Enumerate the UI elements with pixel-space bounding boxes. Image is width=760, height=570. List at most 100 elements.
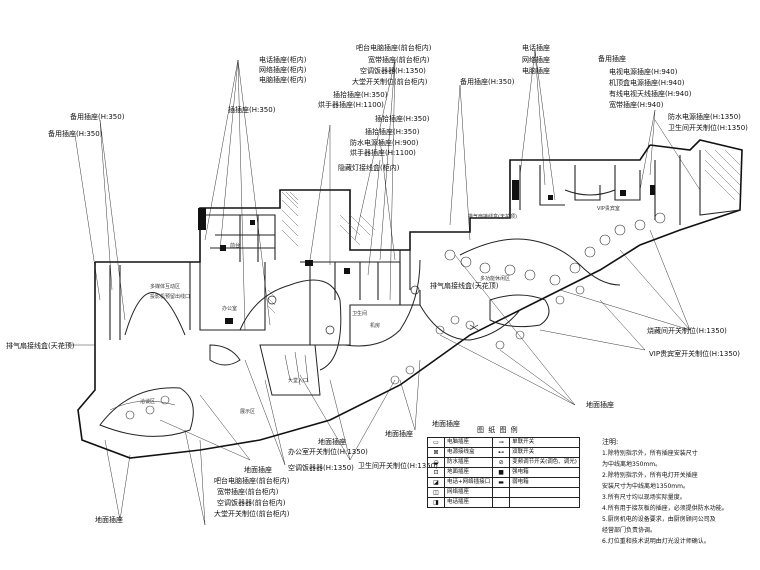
legend-label: 地面插座 xyxy=(443,467,494,478)
callout-exhaust-fan-center: 排气扇接线盒(天花顶) xyxy=(430,282,499,290)
callout-lobby-switch: 大堂开关制位(前台柜内) xyxy=(352,78,428,86)
callout-mop-socket-tl: 插插座(H:350) xyxy=(228,106,276,114)
note-line: 4.所有用于接灰板的插座，必须提供防水功能。 xyxy=(602,505,728,512)
note-line: 经营部门负责协调。 xyxy=(602,527,657,534)
double-switch-icon: ⊷ xyxy=(492,447,511,458)
callout-hidden-light-box: 隐藏灯接线盒(柜内) xyxy=(338,164,400,172)
room-restroom: 卫生间 xyxy=(352,311,368,317)
network-socket-icon: ◫ xyxy=(427,487,445,498)
callout-floor-socket-right: 地面插座 xyxy=(586,401,614,409)
legend-label: 变频调节开关(调色、调光) xyxy=(509,457,580,468)
legend-row: ◨ 电话插座 xyxy=(427,497,580,508)
callout-storage-switch: 烧藏间开关制位(H:1350) xyxy=(647,327,727,335)
room-reception: 前台 xyxy=(230,243,241,249)
callout-backup-socket-tr: 备用插座 xyxy=(598,55,626,63)
legend-title: 图 纸 图 例 xyxy=(477,426,519,434)
callout-exhaust-fan-left: 排气扇接线盒(天花顶) xyxy=(6,342,75,350)
power-box-icon: ■ xyxy=(492,467,511,478)
callout-stb-power-socket: 机顶盒电源插座(H:940) xyxy=(609,79,685,87)
leader-lines xyxy=(60,49,701,526)
callout-waterproof-socket-tr: 防水电源插座(H:1350) xyxy=(668,113,741,121)
dimmer-switch-icon: ⊘ xyxy=(492,457,511,468)
callout-broadband-socket: 宽带插座(前台柜内) xyxy=(368,56,430,64)
legend-label: 电话+网络插接口 xyxy=(443,477,494,488)
callout-vip-switch: VIP贵宾室开关制位(H:1350) xyxy=(649,350,740,358)
room-machine: 机房 xyxy=(370,323,381,329)
legend-label: 电话插座 xyxy=(443,497,494,508)
room-lobby-entrance: 大堂入口 xyxy=(288,378,309,384)
callout-network-socket-tr: 网络插座 xyxy=(522,56,550,64)
legend-label: 弱电箱 xyxy=(509,477,580,488)
legend-row: ▭ 电脑插座 ⊸ 单联开关 xyxy=(427,437,580,448)
callout-dryer-socket-c1: 烘手器插座(H:1100) xyxy=(318,101,384,109)
room-exhaust-note: 排气扇接线盒(天花顶) xyxy=(468,214,517,220)
section-marks xyxy=(267,285,479,335)
callout-network-socket-tl: 网络插座(柜内) xyxy=(259,66,307,74)
callout-phone-socket-tr: 电话插座 xyxy=(522,44,550,52)
callout-office-switch: 办公室开关制位(H:1350) xyxy=(288,448,368,456)
inner-walls xyxy=(109,150,741,346)
callout-ac-controller-b2: 空调饭器器(H:1350) xyxy=(288,464,354,472)
legend-label: 网络插座 xyxy=(443,487,494,498)
legend-table: ▭ 电脑插座 ⊸ 单联开关 ⊠ 电源接线盒 ⊷ 双联开关 ◒ 防水插座 ⊘ 变频… xyxy=(427,437,580,508)
note-line: 安装尺寸为中线离地1350mm。 xyxy=(602,483,689,490)
legend-row: ◫ 网络插座 xyxy=(427,487,580,498)
callout-floor-socket-c1: 地面插座 xyxy=(318,438,346,446)
phone-network-port-icon: ◪ xyxy=(427,477,445,488)
callout-tv-power-socket: 电视电源插座(H:940) xyxy=(609,68,678,76)
callout-lobby-switch-b: 大堂开关制位(前台柜内) xyxy=(214,510,290,518)
floor-socket-icon: ⊡ xyxy=(427,467,445,478)
curved-features xyxy=(99,189,621,437)
legend-label: 电脑插座 xyxy=(443,437,494,448)
callout-wc-switch-tr: 卫生间开关制位(H:1350) xyxy=(668,124,748,132)
pc-socket-icon: ▭ xyxy=(427,437,445,448)
callout-floor-socket-c2: 地面插座 xyxy=(385,430,413,438)
note-line: 1.除特别指示外，所有插座安装尺寸 xyxy=(602,450,698,457)
callout-ac-controller-b: 空调饭器器(前台柜内) xyxy=(217,499,286,507)
note-line: 2.除特别指示外，所有电灯开关插座 xyxy=(602,472,698,479)
room-office: 办公室 xyxy=(222,306,238,312)
callout-wc-switch-c: 卫生间开关制位(H:1350) xyxy=(358,462,438,470)
legend-row: ◪ 电话+网络插接口 ▬ 弱电箱 xyxy=(427,477,580,488)
callout-phone-socket-tl: 电话插座(柜内) xyxy=(259,56,307,64)
callout-dryer-socket-c2: 烘手器插座(H:1100) xyxy=(350,149,416,157)
legend-label: 电源接线盒 xyxy=(443,447,494,458)
callout-catv-socket: 有线电视天线插座(H:940) xyxy=(609,90,692,98)
junction-box-icon: ⊠ xyxy=(427,447,445,458)
room-multimedia: 多媒体互动区 xyxy=(150,284,181,290)
drawing-legend: 图 纸 图 例 ▭ 电脑插座 ⊸ 单联开关 ⊠ 电源接线盒 ⊷ 双联开关 ◒ 防… xyxy=(427,425,597,533)
hatched-areas xyxy=(267,149,741,314)
callout-bar-pc-socket-b: 吧台电脑插座(前台柜内) xyxy=(214,477,290,485)
legend-row: ⊠ 电源接线盒 ⊷ 双联开关 xyxy=(427,447,580,458)
note-line: 为中线离地350mm。 xyxy=(602,461,662,468)
callout-broadband-socket-b: 宽带插座(前台柜内) xyxy=(217,488,279,496)
callout-floor-socket-left: 地面插座 xyxy=(95,516,123,524)
room-projector-outlet: 投影机预留出线口 xyxy=(150,294,191,300)
callout-bar-pc-socket: 吧台电脑插座(前台柜内) xyxy=(356,44,432,52)
room-display: 展示区 xyxy=(240,409,256,415)
room-vip: VIP贵宾室 xyxy=(597,206,620,212)
note-line: 6.灯位重和技术说明由灯光设计师确认。 xyxy=(602,538,710,545)
legend-label: 强电箱 xyxy=(509,467,580,478)
low-voltage-box-icon: ▬ xyxy=(492,477,511,488)
furniture-circles xyxy=(125,212,666,420)
callout-floor-socket-c3: 地面插座 xyxy=(432,420,460,428)
note-line: 5.厨房机电的设备要求，由厨房顾问公司及 xyxy=(602,516,716,523)
legend-row: ⊡ 地面插座 ■ 强电箱 xyxy=(427,467,580,478)
room-leisure: 多功能休闲区 xyxy=(480,276,511,282)
callout-waterproof-socket-c: 防水电源插座(H:900) xyxy=(350,139,419,147)
callout-ac-controller: 空调饭器器(H:1350) xyxy=(360,67,426,75)
callout-pc-socket-tl: 电脑插座(柜内) xyxy=(259,76,307,84)
legend-label: 防水插座 xyxy=(443,457,494,468)
dark-fixtures xyxy=(198,180,655,324)
legend-label: 单联开关 xyxy=(509,437,580,448)
callout-broadband-socket-tr: 宽带插座(H:940) xyxy=(609,101,664,109)
room-discussion: 洽谈区 xyxy=(140,399,156,405)
phone-socket-icon: ◨ xyxy=(427,497,445,508)
single-switch-icon: ⊸ xyxy=(492,437,511,448)
legend-row: ◒ 防水插座 ⊘ 变频调节开关(调色、调光) xyxy=(427,457,580,468)
callout-mop-socket-c3: 插拾插座(H:350) xyxy=(365,128,420,136)
callout-backup-socket-tr2: 备用插座(H:350) xyxy=(460,78,515,86)
notes-title: 注明: xyxy=(602,438,619,446)
